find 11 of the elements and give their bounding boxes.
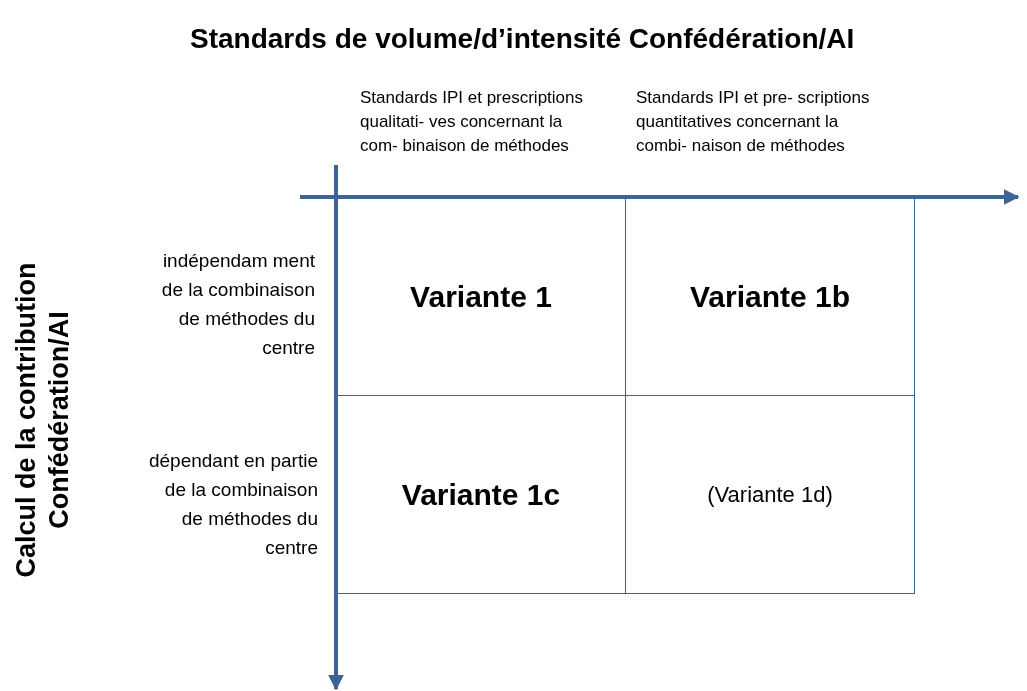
cell-text: (Variante 1d) xyxy=(707,481,833,509)
column-header: Standards IPI et pre- scriptions quantitatives concernant la combi- naison de méthodes xyxy=(636,87,871,157)
diagram-title: Standards de volume/d’intensité Confédération/AI xyxy=(190,22,856,56)
cell-text: Variante 1b xyxy=(689,279,851,315)
row-header: dépendant en partie de la combinaison de méthodes du centre xyxy=(147,449,318,560)
column-header: Standards IPI et prescriptions qualitati- ves concernant la com- binaison de méthodes xyxy=(360,87,584,157)
matrix-cell xyxy=(625,395,915,594)
cell-text: Variante 1 xyxy=(410,279,552,315)
y-axis-title: Calcul de la contribution Confédération/AI xyxy=(10,261,75,580)
row-header: indépendam ment de la combinaison de méthodes du centre xyxy=(160,249,315,360)
cell-text: Variante 1c xyxy=(401,477,561,513)
